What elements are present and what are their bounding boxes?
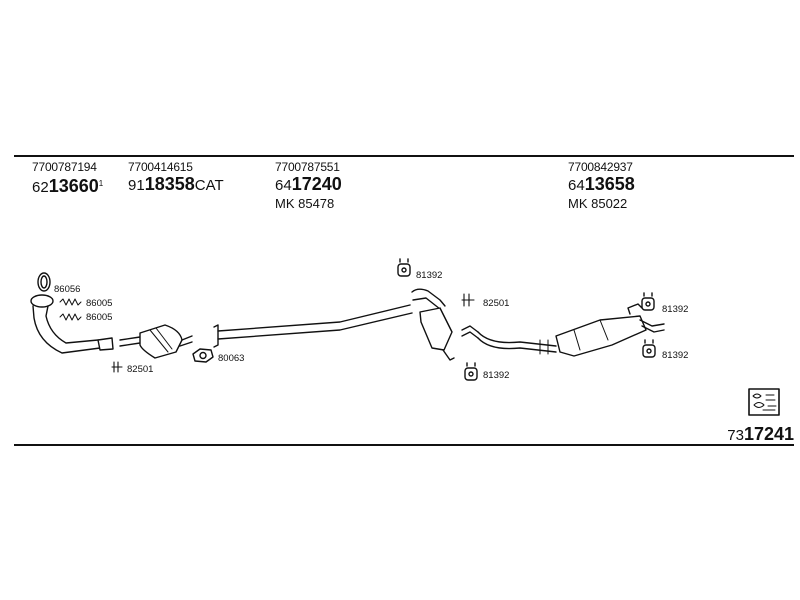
part-code: 6417240 bbox=[275, 174, 342, 196]
part-code: 9118358CAT bbox=[128, 174, 224, 196]
part-label-spring-1: 86005 bbox=[86, 298, 113, 309]
header-col-4: 7700842937 6413658 MK 85022 bbox=[568, 160, 635, 212]
rubber-mount-icon-1 bbox=[397, 258, 411, 277]
kit-box-icon bbox=[748, 388, 780, 416]
code-main: 13658 bbox=[584, 174, 635, 194]
catalytic-converter bbox=[119, 324, 193, 359]
spring-icon-1 bbox=[59, 298, 82, 306]
code-main: 17240 bbox=[291, 174, 342, 194]
gasket-icon bbox=[192, 348, 214, 363]
intermediate-pipe bbox=[213, 304, 413, 348]
code-main: 18358 bbox=[144, 174, 195, 194]
kit-code-prefix: 73 bbox=[727, 427, 744, 444]
kit-code-main: 17241 bbox=[743, 424, 794, 444]
part-label-clamp-1: 82501 bbox=[127, 364, 154, 375]
code-prefix: 64 bbox=[568, 177, 585, 194]
part-label-mount-1: 81392 bbox=[416, 270, 443, 281]
rubber-mount-icon-3 bbox=[641, 292, 655, 311]
rear-pipe bbox=[461, 325, 557, 355]
front-pipe bbox=[30, 294, 114, 354]
ref-number: 7700842937 bbox=[568, 160, 633, 174]
part-label-clamp-2: 82501 bbox=[483, 298, 510, 309]
ref-number: 7700414615 bbox=[128, 160, 193, 174]
code-prefix: 64 bbox=[275, 177, 292, 194]
kit-code: 7317241 bbox=[727, 424, 794, 446]
bottom-divider bbox=[14, 444, 794, 446]
header-col-1: 7700787194 62136601 bbox=[32, 160, 103, 198]
part-label-mount-2: 81392 bbox=[483, 370, 510, 381]
rubber-mount-icon-4 bbox=[642, 339, 656, 358]
code-main: 13660 bbox=[48, 176, 99, 196]
code-prefix: 62 bbox=[32, 179, 49, 196]
spring-icon-2 bbox=[59, 313, 82, 321]
part-label-mount-4: 81392 bbox=[662, 350, 689, 361]
gasket-ring-icon bbox=[37, 272, 51, 292]
part-label-gasket-ring: 86056 bbox=[54, 284, 81, 295]
mk-code: MK 85022 bbox=[568, 196, 628, 211]
part-label-mount-3: 81392 bbox=[662, 304, 689, 315]
header-col-2: 7700414615 9118358CAT bbox=[128, 160, 224, 196]
clamp-icon-1 bbox=[111, 361, 123, 373]
part-label-gasket: 80063 bbox=[218, 353, 245, 364]
ref-number: 7700787551 bbox=[275, 160, 340, 174]
header-col-3: 7700787551 6417240 MK 85478 bbox=[275, 160, 342, 212]
middle-silencer bbox=[411, 288, 455, 361]
part-code: 62136601 bbox=[32, 174, 103, 198]
rubber-mount-icon-2 bbox=[464, 362, 478, 381]
rear-silencer bbox=[555, 303, 665, 357]
code-prefix: 91 bbox=[128, 177, 145, 194]
code-superscript: 1 bbox=[98, 179, 104, 188]
clamp-icon-2 bbox=[461, 293, 475, 307]
top-divider bbox=[14, 155, 794, 157]
part-code: 6413658 bbox=[568, 174, 635, 196]
ref-number: 7700787194 bbox=[32, 160, 97, 174]
code-suffix: CAT bbox=[194, 177, 224, 194]
part-label-spring-2: 86005 bbox=[86, 312, 113, 323]
mk-code: MK 85478 bbox=[275, 196, 335, 211]
